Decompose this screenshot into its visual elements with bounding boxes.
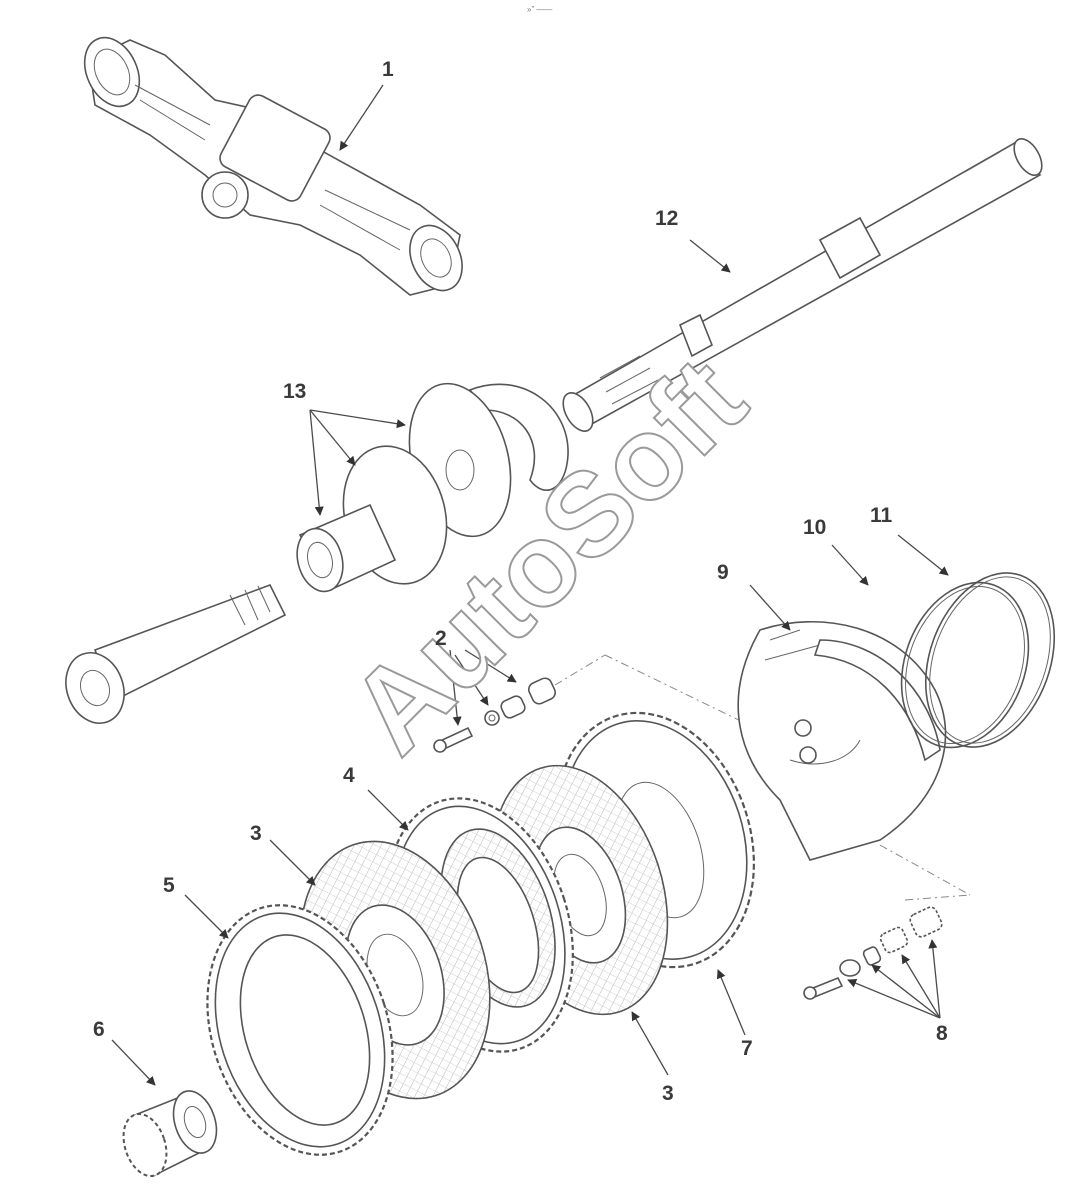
stub-shaft [65,584,287,724]
callout-10: 10 [803,516,826,539]
hub-and-washers [296,382,569,593]
header-text: »” —— [527,5,552,14]
seal-ring-11 [924,572,1056,748]
callout-11: 11 [870,504,893,527]
splined-gear-6 [122,1090,218,1178]
piston-housing [737,620,947,861]
callout-2: 2 [435,627,447,650]
seal-ring-10 [900,581,1030,749]
callout-13: 13 [283,380,306,403]
callout-3-left: 3 [250,822,262,845]
callout-5: 5 [163,874,175,897]
callout-4: 4 [343,764,355,787]
spring-assembly [803,906,943,1000]
callout-8: 8 [936,1022,948,1045]
callout-3-right: 3 [662,1082,674,1105]
steel-disc-5 [206,904,394,1156]
callout-9: 9 [717,561,729,584]
callout-6: 6 [93,1018,105,1041]
bolt-assembly [433,677,557,753]
callout-12: 12 [655,207,678,230]
callout-7: 7 [741,1037,753,1060]
axle-assembly [83,36,463,296]
callout-1: 1 [382,58,394,81]
long-shaft [562,138,1043,432]
